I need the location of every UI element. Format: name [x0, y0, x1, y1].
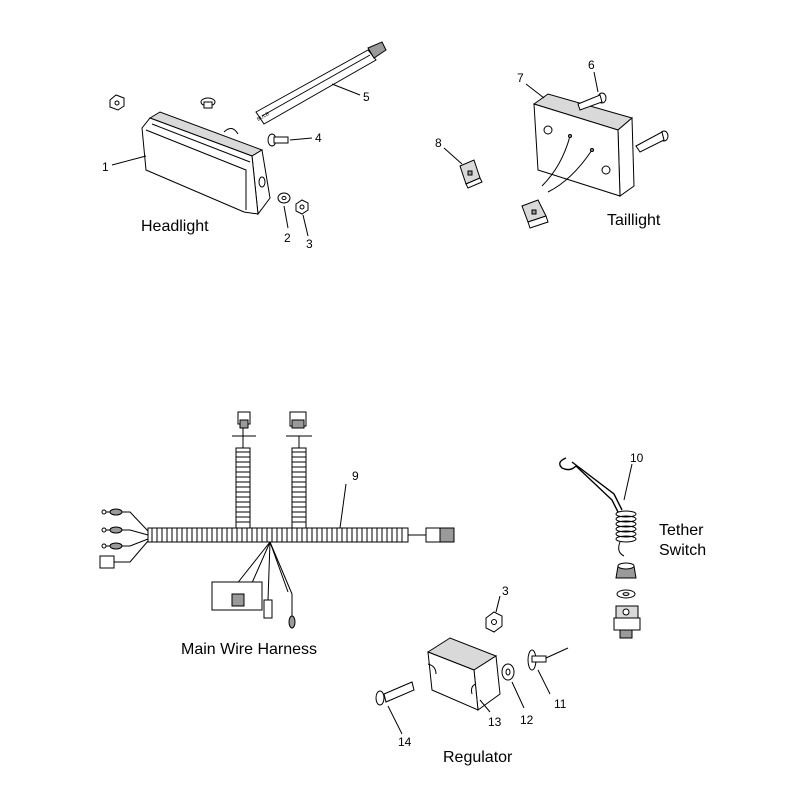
taillight-housing [532, 93, 635, 197]
callout-8: 8 [435, 136, 442, 150]
leader-10 [623, 463, 633, 501]
leader-8 [443, 147, 463, 165]
callout-14: 14 [398, 735, 412, 749]
caption-headlight: Headlight [141, 218, 209, 235]
callout-1: 1 [102, 160, 109, 174]
caption-tether-line1: Tether [659, 522, 704, 539]
callout-3-regulator: 3 [502, 584, 509, 598]
regulator-mount-bolt [375, 681, 415, 706]
harness-lower-branches [211, 541, 296, 629]
caption-regulator: Regulator [443, 749, 513, 766]
leader-6 [593, 71, 599, 93]
headlight-assembly: BULB [109, 41, 387, 237]
regulator-nut [485, 611, 503, 633]
taillight-screw-right [635, 130, 669, 153]
headlight-nut [109, 94, 125, 111]
callout-11: 11 [554, 697, 567, 711]
tether-washer [616, 589, 636, 599]
bulb-strip: BULB [255, 41, 387, 125]
headlight-bolt [267, 133, 289, 147]
leader-3 [302, 214, 309, 237]
tether-switch-body [613, 605, 641, 639]
callout-3-headlight: 3 [306, 237, 313, 251]
leader-11 [537, 669, 551, 695]
taillight-clip-lower [521, 199, 549, 229]
taillight-screw-top [577, 92, 607, 111]
callout-9: 9 [352, 469, 359, 483]
regulator-body [426, 637, 501, 711]
harness-right-connector [408, 527, 455, 543]
headlight-housing [141, 111, 271, 216]
headlight-screw-top [200, 97, 216, 109]
headlight-washer [277, 192, 291, 204]
tether-cap [615, 562, 637, 579]
regulator-washer [501, 663, 515, 681]
leader-14 [387, 705, 403, 735]
leader-4 [289, 137, 313, 141]
caption-harness: Main Wire Harness [181, 641, 317, 658]
tether-switch-assembly [559, 457, 641, 639]
callout-4: 4 [315, 131, 322, 145]
leader-12 [511, 681, 525, 709]
harness-branch-left [232, 411, 256, 529]
headlight-nut-small [295, 199, 309, 215]
harness-trunk [147, 527, 409, 543]
leader-7 [525, 83, 545, 99]
taillight-clip [459, 159, 483, 189]
leader-1 [111, 155, 147, 166]
caption-taillight: Taillight [607, 212, 661, 229]
callout-12: 12 [520, 713, 534, 727]
bulb-label: BULB [256, 111, 271, 123]
tether-coil [615, 510, 637, 557]
harness-left-connectors [99, 508, 149, 569]
tether-loop [559, 457, 623, 513]
callout-13: 13 [488, 715, 502, 729]
main-wire-harness [99, 411, 455, 629]
leader-9 [339, 483, 347, 529]
regulator-assembly [375, 595, 569, 735]
leader-5 [331, 83, 361, 96]
callout-2: 2 [284, 231, 291, 245]
harness-branch-right [286, 411, 312, 529]
taillight-assembly [443, 71, 669, 229]
caption-tether-line2: Switch [659, 542, 706, 559]
leader-3b [495, 595, 501, 613]
callout-5: 5 [363, 90, 370, 104]
leader-13 [479, 699, 491, 713]
callout-10: 10 [630, 451, 644, 465]
leader-2 [283, 205, 289, 229]
callout-7: 7 [517, 71, 524, 85]
regulator-ground-screw [527, 647, 569, 671]
callout-6: 6 [588, 58, 595, 72]
